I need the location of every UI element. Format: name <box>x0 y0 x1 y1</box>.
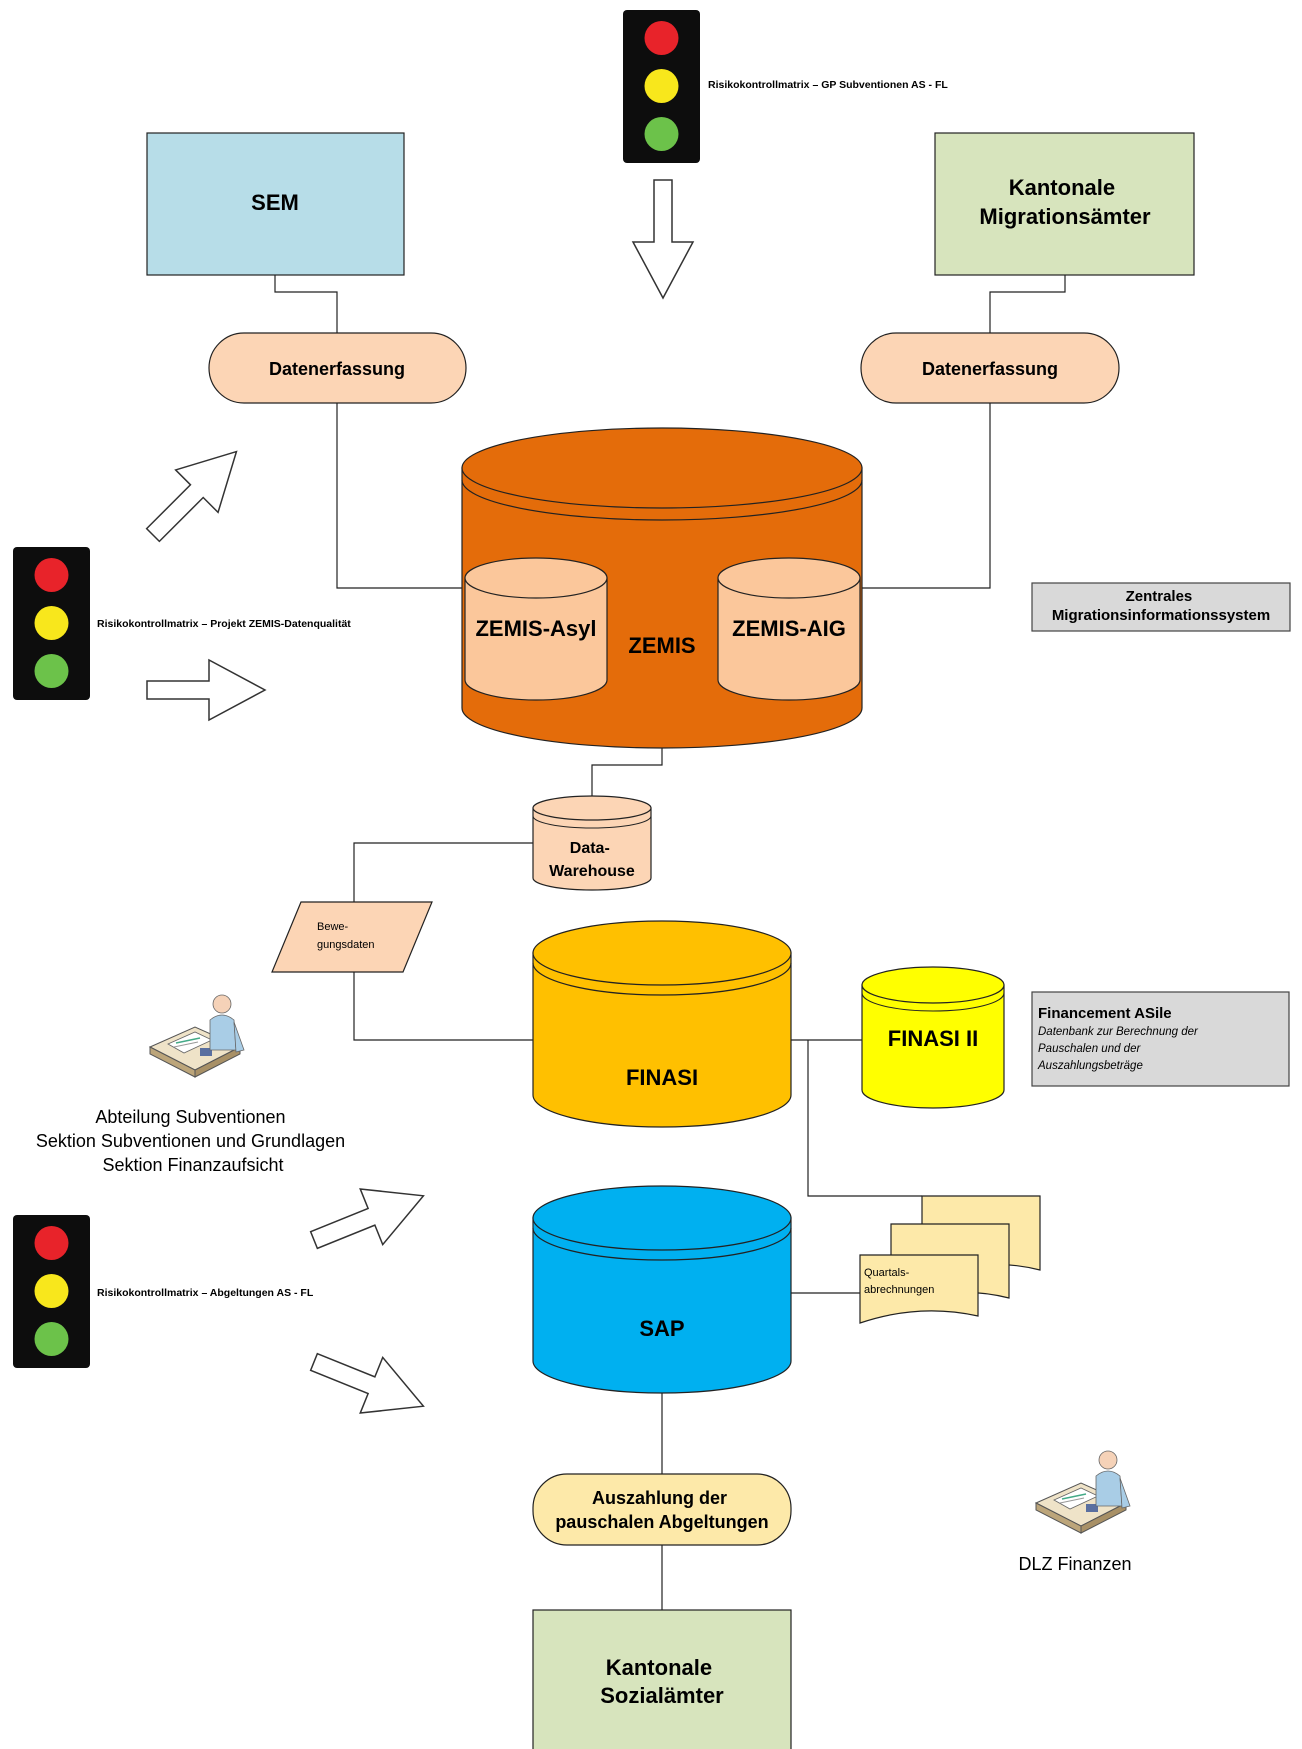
finasi-note-text: Datenbank zur Berechnung der Pauschalen … <box>1037 1026 1201 1072</box>
hollow-arrow-icon <box>302 1333 436 1435</box>
connector-sem-datenerfassung <box>274 272 338 333</box>
zemis-note-box <box>1031 582 1291 632</box>
data-warehouse-database <box>532 795 652 891</box>
connector-kantone-datenerfassung <box>989 272 1066 333</box>
bewegungsdaten-label: Bewe- gungsdaten <box>317 921 375 951</box>
hollow-arrow-icon <box>632 179 694 299</box>
datenerfassung-right-label: Datenerfassung <box>922 359 1058 379</box>
auszahlung-label: Auszahlung der pauschalen Abgeltungen <box>555 1488 768 1532</box>
zemis-label: ZEMIS <box>628 633 695 658</box>
traffic-light-icon <box>13 547 90 700</box>
traffic-light-icon <box>13 1215 90 1368</box>
sap-database <box>532 1185 792 1394</box>
desk-worker-icon <box>149 994 245 1078</box>
abteilung-label: Abteilung Subventionen Sektion Subventio… <box>36 1107 350 1175</box>
risk-control-label-top: Risikokontrollmatrix – GP Subventionen A… <box>708 79 948 91</box>
sem-label: SEM <box>251 190 299 215</box>
datenerfassung-left <box>208 332 467 404</box>
bewegungsdaten-shape <box>271 901 433 973</box>
connector-zemis-datawarehouse <box>591 748 663 796</box>
finasi-database <box>532 920 792 1128</box>
finasi-note-box <box>1031 991 1290 1087</box>
finasi-note-title: Financement ASile <box>1038 1005 1172 1022</box>
hollow-arrow-icon <box>131 429 259 557</box>
risk-control-label-bottom: Risikokontrollmatrix – Abgeltungen AS - … <box>97 1287 314 1299</box>
kantonale-sozialaemter-label: Kantonale Sozialämter <box>600 1655 724 1708</box>
datenerfassung-left-label: Datenerfassung <box>269 359 405 379</box>
connector-finasi-quartalsabrechnungen <box>807 1040 922 1197</box>
sem-box <box>146 132 405 276</box>
kantonale-migrationsaemter-box <box>934 132 1195 276</box>
zemis-aig-label: ZEMIS-AIG <box>732 616 846 641</box>
quartalsabrechnungen-label: Quartals- abrechnungen <box>864 1267 934 1296</box>
finasi-ii-database <box>861 966 1005 1109</box>
connector-datenerfassung-zemis-aig <box>860 402 991 589</box>
zemis-asyl-label: ZEMIS-Asyl <box>475 616 596 641</box>
zemis-asyl-database <box>464 557 608 701</box>
auszahlung-box <box>532 1473 792 1546</box>
dlz-finanzen-label: DLZ Finanzen <box>1018 1554 1131 1574</box>
datenerfassung-right <box>860 332 1120 404</box>
kantonale-migrationsaemter-label: Kantonale Migrationsämter <box>979 175 1151 229</box>
finasi-ii-label: FINASI II <box>888 1026 978 1051</box>
desk-worker-icon <box>1035 1450 1131 1534</box>
data-warehouse-label: Data- Warehouse <box>549 840 635 880</box>
finasi-label: FINASI <box>626 1065 698 1090</box>
zemis-note-label: Zentrales Migrationsinformationssystem <box>1052 588 1270 624</box>
hollow-arrow-icon <box>302 1167 436 1269</box>
sap-label: SAP <box>639 1316 684 1341</box>
zemis-aig-database <box>717 557 861 701</box>
quartalsabrechnungen-documents <box>859 1195 1041 1324</box>
connector-datenerfassung-zemis-asyl <box>336 402 465 589</box>
hollow-arrow-icon <box>146 659 266 721</box>
risk-control-label-middle: Risikokontrollmatrix – Projekt ZEMIS-Dat… <box>97 618 351 630</box>
kantonale-sozialaemter-box <box>532 1609 792 1749</box>
traffic-light-icon <box>623 10 700 163</box>
